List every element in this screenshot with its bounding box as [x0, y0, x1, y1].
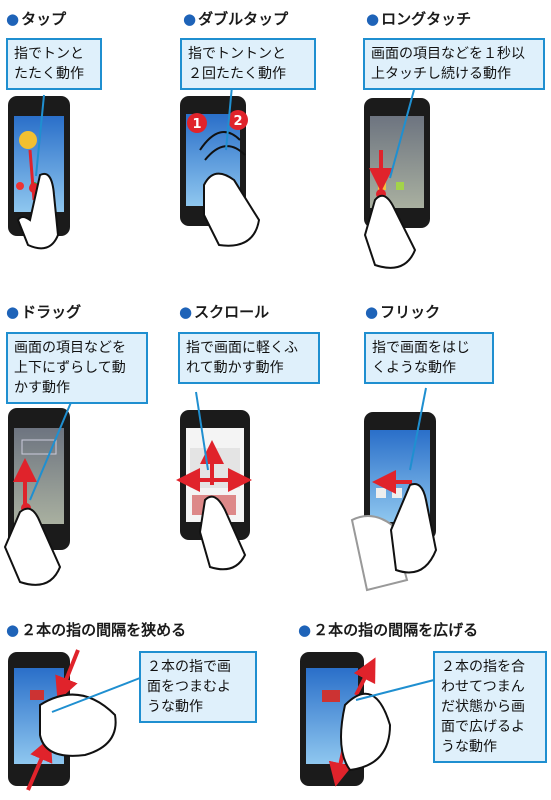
- title-text: フリック: [380, 303, 441, 321]
- caption-line: 面で広げるよ: [441, 719, 525, 735]
- caption-line: ２回たたく動作: [188, 66, 286, 82]
- bullet-icon: ●: [179, 303, 193, 321]
- title-text: タップ: [21, 10, 67, 28]
- caption-scroll: 指で画面に軽くふ れて動かす動作: [178, 332, 320, 384]
- title-text: ２本の指の間隔を狭める: [21, 621, 187, 639]
- phone-pinch-in: [8, 649, 141, 791]
- bullet-icon: ●: [6, 303, 20, 321]
- phone-drag: [3, 399, 73, 586]
- caption-tap: 指でトンと たたく動作: [6, 38, 102, 90]
- caption-line: れて動かす動作: [186, 360, 284, 376]
- caption-line: かす動作: [14, 380, 70, 396]
- title-text: ダブルタップ: [198, 10, 289, 28]
- bullet-icon: ●: [6, 10, 20, 28]
- phone-tap: [8, 94, 70, 250]
- title-text: ロングタッチ: [381, 10, 472, 28]
- caption-line: 指でトンと: [14, 46, 84, 62]
- gesture-title-pinch-out: ●２本の指の間隔を広げる: [298, 621, 478, 639]
- caption-line: ２本の指で画: [147, 659, 231, 675]
- bullet-icon: ●: [365, 303, 379, 321]
- caption-line: 指でトントンと: [188, 46, 286, 62]
- phone-pinch-out: [300, 652, 435, 787]
- caption-line: たたく動作: [14, 66, 84, 82]
- caption-line: 指で画面をはじ: [372, 340, 470, 356]
- title-text: スクロール: [194, 303, 270, 321]
- bullet-icon: ●: [298, 621, 312, 639]
- caption-line: くような動作: [372, 360, 456, 376]
- caption-pinch-out: ２本の指を合 わせてつまん だ状態から画 面で広げるよ うな動作: [433, 651, 547, 763]
- caption-long-touch: 画面の項目などを１秒以 上タッチし続ける動作: [363, 38, 545, 90]
- marker-2: 2: [233, 114, 242, 129]
- gesture-title-tap: ●タップ: [6, 10, 66, 28]
- caption-line: うな動作: [441, 739, 497, 755]
- phone-long-touch: [363, 89, 430, 269]
- caption-line: 面をつまむよ: [147, 679, 231, 695]
- caption-line: 上タッチし続ける動作: [371, 66, 511, 82]
- marker-1: 1: [192, 117, 201, 132]
- caption-line: うな動作: [147, 699, 203, 715]
- caption-flick: 指で画面をはじ くような動作: [364, 332, 494, 384]
- caption-line: 指で画面に軽くふ: [186, 340, 298, 356]
- gesture-title-flick: ●フリック: [365, 303, 440, 321]
- bullet-icon: ●: [183, 10, 197, 28]
- caption-line: 画面の項目などを１秒以: [371, 46, 525, 62]
- caption-line: ２本の指を合: [441, 659, 525, 675]
- gesture-title-double-tap: ●ダブルタップ: [183, 10, 288, 28]
- caption-double-tap: 指でトントンと ２回たたく動作: [180, 38, 316, 90]
- phone-flick: [350, 387, 438, 592]
- title-text: ドラッグ: [21, 303, 82, 321]
- bullet-icon: ●: [6, 621, 20, 639]
- phone-double-tap: 1 2: [180, 85, 261, 247]
- gesture-title-scroll: ●スクロール: [179, 303, 269, 321]
- gesture-title-long-touch: ●ロングタッチ: [366, 10, 471, 28]
- caption-line: わせてつまん: [441, 679, 525, 695]
- bullet-icon: ●: [366, 10, 380, 28]
- caption-pinch-in: ２本の指で画 面をつまむよ うな動作: [139, 651, 257, 723]
- phone-scroll: [176, 391, 252, 571]
- gesture-title-drag: ●ドラッグ: [6, 303, 81, 321]
- caption-line: 上下にずらして動: [14, 360, 126, 376]
- caption-drag: 画面の項目などを 上下にずらして動 かす動作: [6, 332, 148, 404]
- caption-line: だ状態から画: [441, 699, 525, 715]
- title-text: ２本の指の間隔を広げる: [313, 621, 479, 639]
- gesture-title-pinch-in: ●２本の指の間隔を狭める: [6, 621, 186, 639]
- caption-line: 画面の項目などを: [14, 340, 126, 356]
